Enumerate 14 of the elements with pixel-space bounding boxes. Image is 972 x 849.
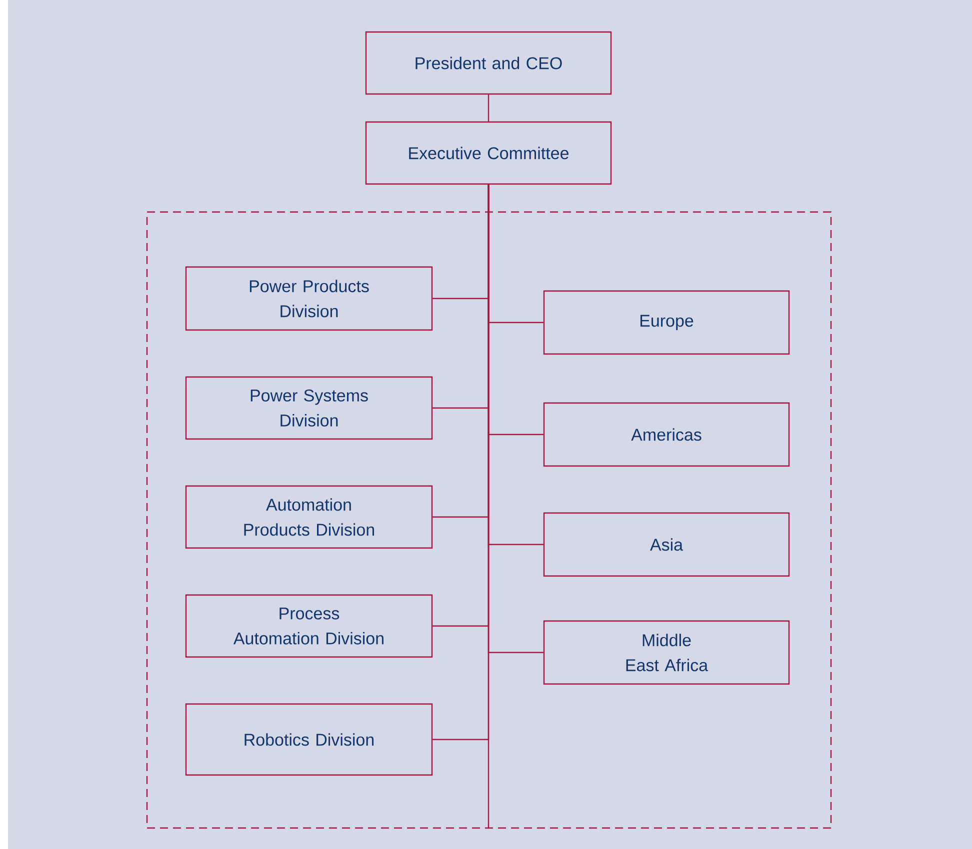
org-box: Europe — [543, 290, 790, 355]
group-frame — [146, 211, 832, 829]
org-box: Power Systems Division — [185, 376, 433, 440]
org-box: Asia — [543, 512, 790, 577]
org-box: Automation Products Division — [185, 485, 433, 549]
org-box: Process Automation Division — [185, 594, 433, 658]
org-box: Robotics Division — [185, 703, 433, 776]
org-box: President and CEO — [365, 31, 612, 95]
org-box: Americas — [543, 402, 790, 467]
org-box: Power Products Division — [185, 266, 433, 331]
org-box: Executive Committee — [365, 121, 612, 185]
org-box: Middle East Africa — [543, 620, 790, 685]
connector-line — [488, 184, 490, 829]
connector-line — [488, 94, 490, 122]
